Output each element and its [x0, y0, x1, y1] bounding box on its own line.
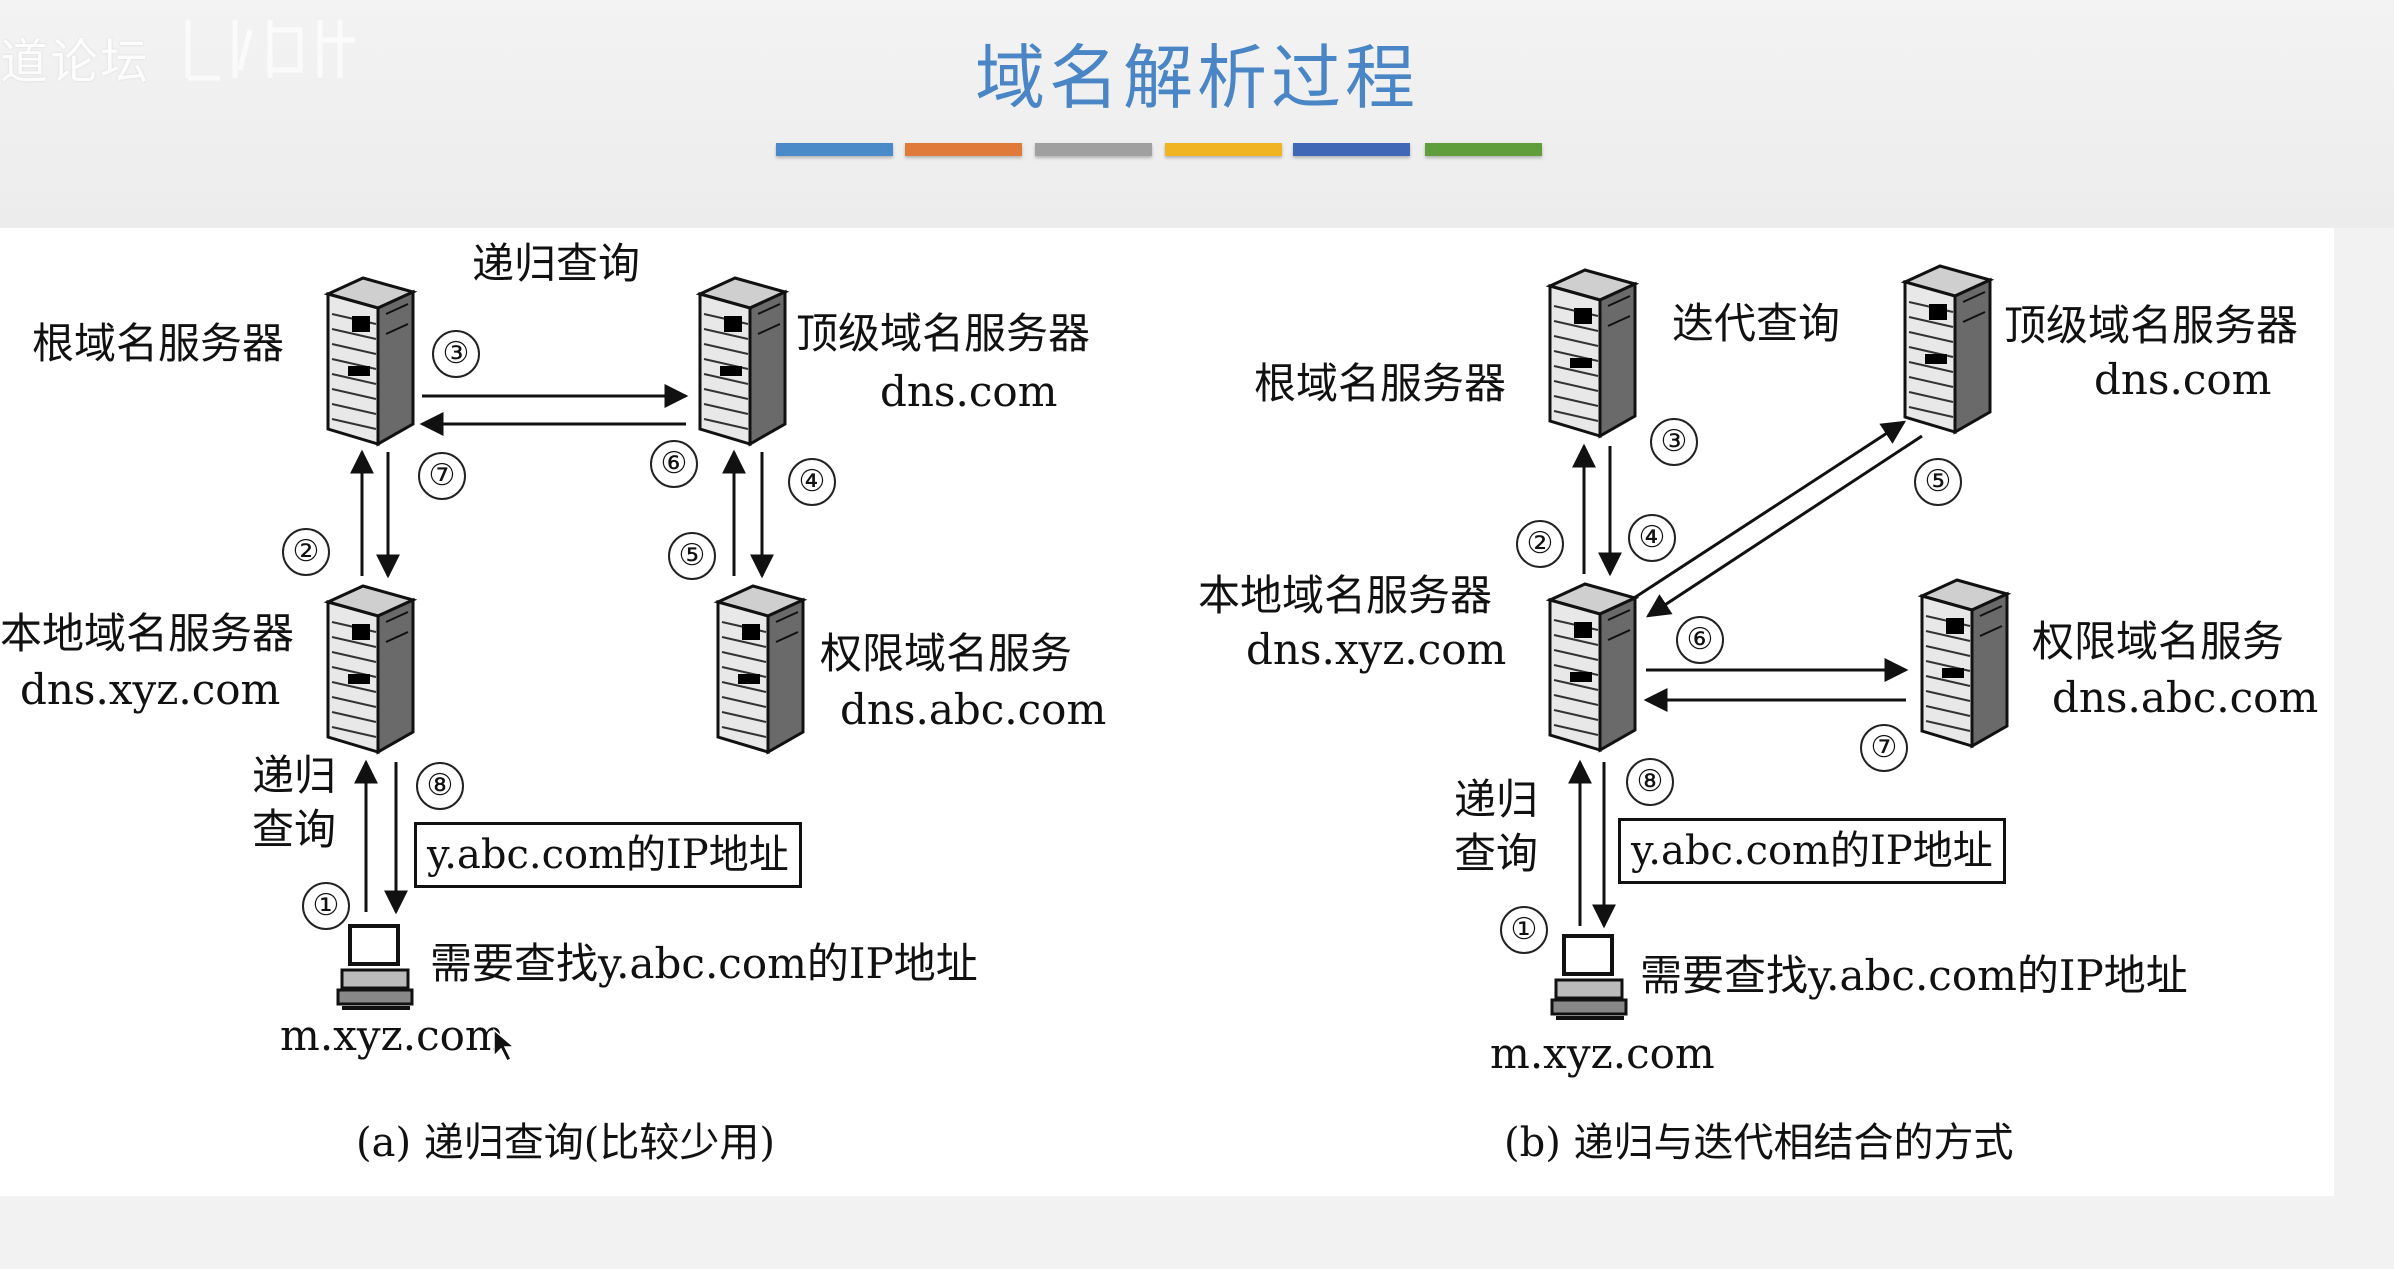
b-ip-address-box: y.abc.com的IP地址: [1618, 818, 2006, 884]
a-ip-address-box: y.abc.com的IP地址: [414, 822, 802, 888]
a-host-name-label: m.xyz.com: [280, 1011, 505, 1060]
a-recursive-label: 递归查询: [472, 239, 641, 288]
b-step-6: ⑥: [1676, 616, 1724, 664]
b-step-1: ①: [1500, 906, 1548, 954]
a-query-label-2: 查询: [252, 805, 337, 854]
a-tld-domain-label: dns.com: [880, 367, 1058, 416]
slide-header: [0, 0, 2394, 228]
b-step-3: ③: [1650, 418, 1698, 466]
a-step-3: ③: [432, 330, 480, 378]
b-step-8: ⑧: [1626, 758, 1674, 806]
b-step-5: ⑤: [1914, 458, 1962, 506]
a-local-domain-label: dns.xyz.com: [20, 665, 281, 714]
color-bar-6: [1425, 143, 1542, 156]
b-step-2: ②: [1516, 520, 1564, 568]
a-query-label-1: 递归: [252, 751, 337, 800]
page-title: 域名解析过程: [975, 37, 1419, 119]
b-query-label-1: 递归: [1454, 775, 1539, 824]
b-auth-server-label: 权限域名服务: [2032, 617, 2285, 666]
a-host-need-label: 需要查找y.abc.com的IP地址: [430, 939, 978, 988]
a-step-7: ⑦: [418, 452, 466, 500]
color-bar-3: [1035, 143, 1152, 156]
a-tld-server-label: 顶级域名服务器: [796, 309, 1091, 358]
b-caption: (b) 递归与迭代相结合的方式: [1504, 1120, 2014, 1166]
b-iterative-label: 迭代查询: [1672, 299, 1841, 348]
a-step-4: ④: [788, 458, 836, 506]
b-tld-domain-label: dns.com: [2094, 355, 2272, 404]
b-tld-server-label: 顶级域名服务器: [2004, 301, 2299, 350]
a-step-1: ①: [302, 882, 350, 930]
watermark-logo-icon: [185, 20, 355, 81]
watermark-text: 道论坛: [0, 34, 151, 90]
b-arrow-4: [1633, 420, 1907, 600]
b-root-server-label: 根域名服务器: [1254, 359, 1507, 408]
a-step-6: ⑥: [650, 440, 698, 488]
b-arrow-5: [1645, 434, 1923, 618]
b-step-4: ④: [1628, 514, 1676, 562]
color-bar-2: [905, 143, 1022, 156]
b-local-server-label: 本地域名服务器: [1198, 571, 1493, 620]
b-local-domain-label: dns.xyz.com: [1246, 625, 1507, 674]
b-query-label-2: 查询: [1454, 829, 1539, 878]
a-local-server-label: 本地域名服务器: [0, 609, 295, 658]
a-step-2: ②: [282, 528, 330, 576]
a-step-5: ⑤: [668, 532, 716, 580]
a-auth-server-label: 权限域名服务: [820, 629, 1073, 678]
b-host-name-label: m.xyz.com: [1490, 1029, 1715, 1078]
a-step-8: ⑧: [416, 762, 464, 810]
a-auth-domain-label: dns.abc.com: [840, 685, 1107, 734]
color-bar-5: [1293, 143, 1410, 156]
color-bar-1: [776, 143, 893, 156]
a-root-server-label: 根域名服务器: [32, 319, 285, 368]
mouse-cursor-icon: [493, 1028, 517, 1063]
b-step-7: ⑦: [1860, 724, 1908, 772]
a-caption: (a) 递归查询(比较少用): [356, 1120, 775, 1166]
b-host-need-label: 需要查找y.abc.com的IP地址: [1640, 951, 2188, 1000]
color-bar-4: [1165, 143, 1282, 156]
b-auth-domain-label: dns.abc.com: [2052, 673, 2319, 722]
